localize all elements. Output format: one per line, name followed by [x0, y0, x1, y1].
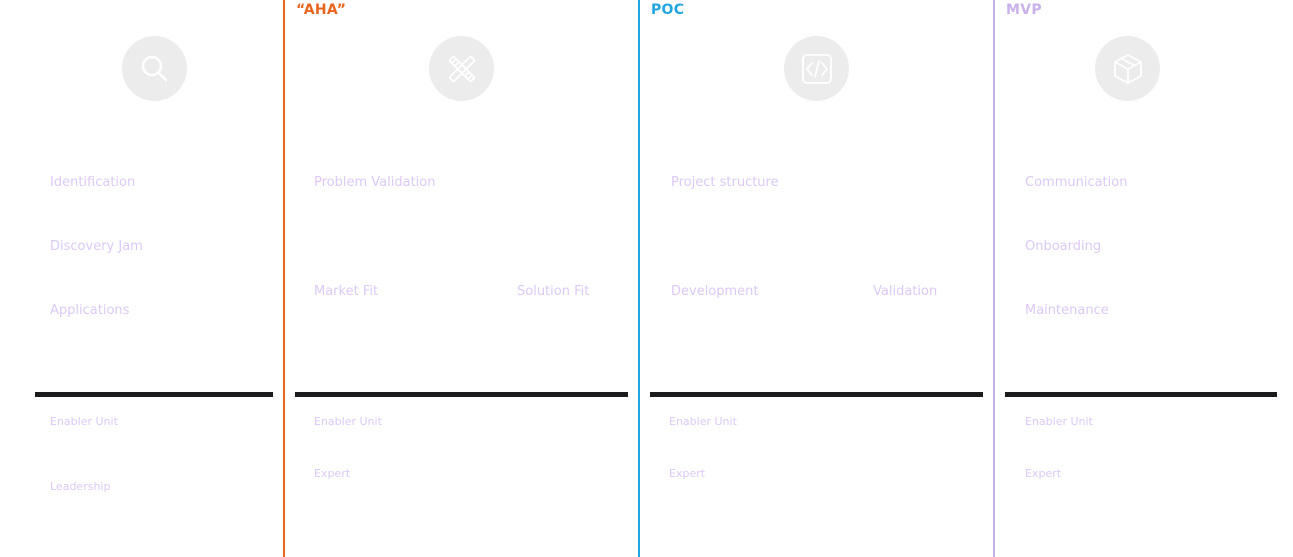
phase-column-aha: “AHA” Problem Validation Market Fit Solu…: [283, 0, 638, 557]
step-market-fit: Market Fit: [314, 284, 379, 299]
section-divider: [650, 392, 983, 397]
section-divider: [1005, 392, 1277, 397]
phase-column-mvp: MVP Communication Onboarding Maintenance…: [993, 0, 1293, 557]
role-enabler-unit: Enabler Unit: [1025, 415, 1093, 428]
search-icon: [122, 36, 187, 101]
step-discovery-jam: Discovery Jam: [50, 239, 143, 254]
step-maintenance: Maintenance: [1025, 303, 1109, 318]
phase-column-discovery: Identification Discovery Jam Application…: [0, 0, 283, 557]
role-expert: Expert: [669, 467, 706, 480]
role-enabler-unit: Enabler Unit: [669, 415, 737, 428]
cube-icon: [1095, 36, 1160, 101]
role-leadership: Leadership: [50, 480, 111, 493]
section-divider: [295, 392, 628, 397]
phase-title-mvp: MVP: [1006, 2, 1042, 18]
step-development: Development: [671, 284, 759, 299]
code-icon: [784, 36, 849, 101]
role-expert: Expert: [1025, 467, 1062, 480]
phase-title-poc: POC: [651, 2, 685, 18]
step-communication: Communication: [1025, 175, 1128, 190]
step-onboarding: Onboarding: [1025, 239, 1102, 254]
section-divider: [35, 392, 273, 397]
role-expert: Expert: [314, 467, 351, 480]
step-problem-validation: Problem Validation: [314, 175, 436, 190]
step-solution-fit: Solution Fit: [517, 284, 590, 299]
step-identification: Identification: [50, 175, 136, 190]
phase-column-poc: POC Project structure Development Valida…: [638, 0, 993, 557]
design-tools-icon: [429, 36, 494, 101]
role-enabler-unit: Enabler Unit: [314, 415, 382, 428]
step-applications: Applications: [50, 303, 130, 318]
step-validation: Validation: [873, 284, 938, 299]
role-enabler-unit: Enabler Unit: [50, 415, 118, 428]
phase-title-aha: “AHA”: [296, 2, 347, 18]
step-project-structure: Project structure: [671, 175, 779, 190]
